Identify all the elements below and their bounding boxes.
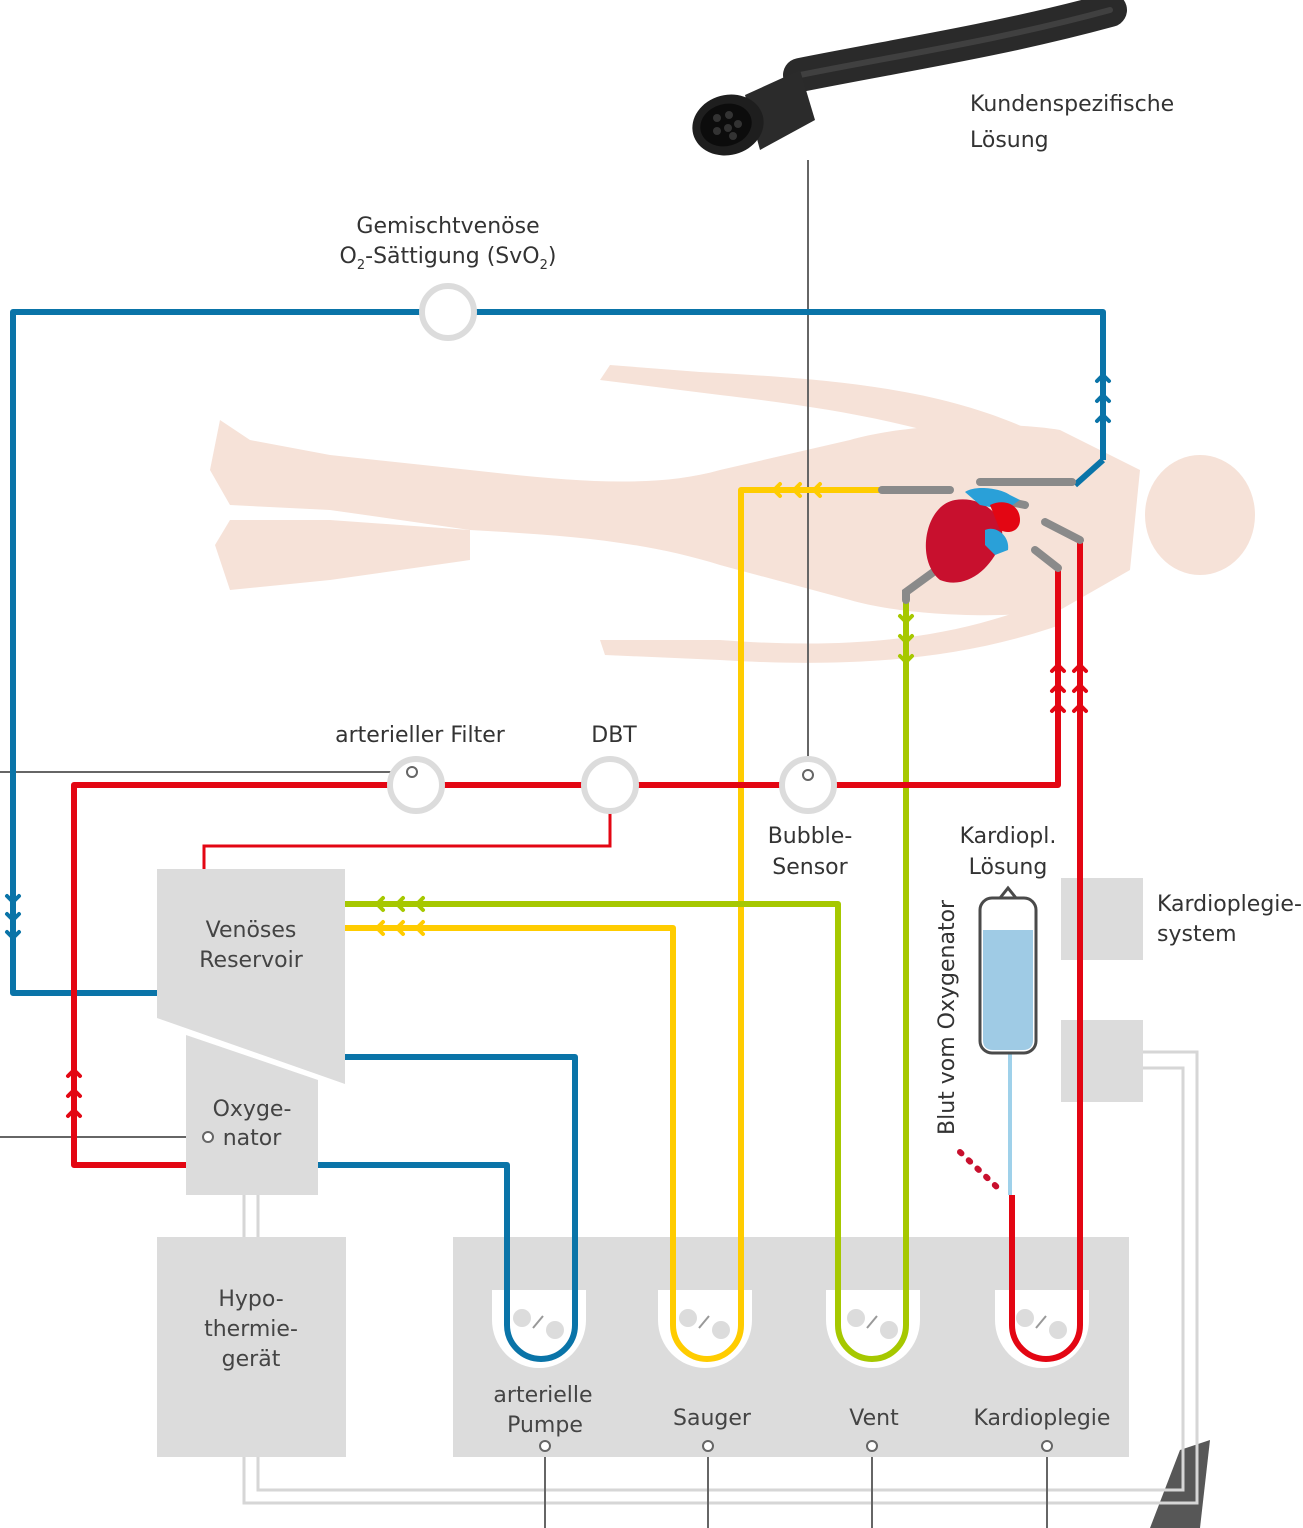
arterial-filter — [390, 759, 442, 811]
cardioplegia-system-box — [1061, 878, 1143, 960]
cardiopl-solution-label: Kardiopl. — [960, 824, 1057, 849]
patient-body — [210, 365, 1255, 663]
oxygenator-label-2: nator — [223, 1126, 283, 1151]
bubble-sensor-label: Bubble- — [768, 824, 853, 849]
blood-from-oxygenator-label: Blut vom Oxygenator — [935, 899, 960, 1135]
venous-reservoir-label-2: Reservoir — [199, 948, 303, 973]
venous-reservoir-box — [157, 869, 345, 1084]
dbt-connection — [204, 812, 610, 869]
venous-reservoir-label: Venöses — [206, 918, 297, 943]
bubble-sensor — [782, 759, 834, 811]
cardioplegia-bag — [980, 888, 1036, 1195]
cardioplegia-heat-exchanger-box — [1061, 1020, 1143, 1102]
arterial-filter-label: arterieller Filter — [335, 723, 506, 748]
svo2-label-2: O2-Sättigung (SvO2) — [340, 244, 557, 273]
cardioplegia-pump-label: Kardioplegie — [974, 1406, 1111, 1431]
suction-pump-label: Sauger — [673, 1406, 752, 1431]
cardiopl-solution-label-2: Lösung — [969, 855, 1048, 880]
arterial-pump-label-2: Pumpe — [507, 1413, 583, 1438]
custom-solution-label: Kundenspezifische — [970, 92, 1174, 117]
svo2-label: Gemischtvenöse — [356, 214, 539, 239]
bubble-sensor-label-2: Sensor — [772, 855, 848, 880]
oxygenator-label: Oxyge- — [213, 1097, 292, 1122]
hypothermia-label-2: thermie- — [204, 1317, 298, 1342]
dbt-label: DBT — [591, 723, 637, 748]
oxygenator-port — [203, 1132, 213, 1142]
svo2-sensor — [422, 286, 474, 338]
arterial-pump-label: arterielle — [493, 1383, 592, 1408]
suction-lines — [345, 490, 880, 1359]
dbt-sensor — [584, 759, 636, 811]
cardioplegia-system-label-2: system — [1157, 922, 1237, 947]
custom-solution-label-2: Lösung — [970, 128, 1049, 153]
vent-pump-label: Vent — [849, 1406, 899, 1431]
blood-from-oxygenator-dots — [960, 1152, 1000, 1190]
hypothermia-label: Hypo- — [218, 1287, 283, 1312]
hypothermia-label-3: gerät — [222, 1347, 281, 1372]
cardioplegia-system-label: Kardioplegie- — [1157, 892, 1302, 917]
